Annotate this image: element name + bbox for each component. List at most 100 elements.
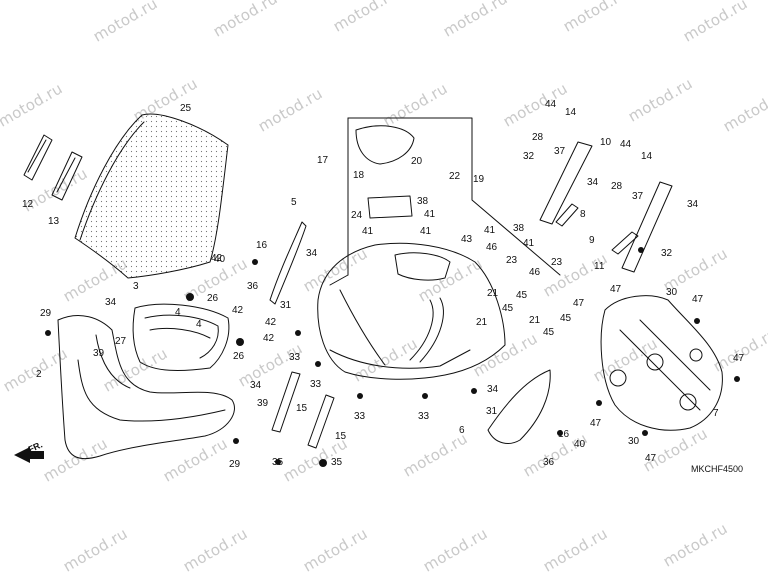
part-number-label: 25	[180, 103, 192, 114]
side-duct-part	[487, 369, 551, 444]
part-number-label: 35	[272, 457, 284, 468]
front-cowl-part	[317, 242, 506, 380]
part-number-label: 47	[692, 294, 704, 305]
part-number-label: 14	[565, 107, 577, 118]
part-number-label: 21	[476, 317, 488, 328]
part-number-label: 39	[257, 398, 269, 409]
part-number-label: 16	[558, 429, 570, 440]
part-number-label: 20	[411, 156, 423, 167]
bracket-11-part	[621, 181, 673, 273]
part-number-label: 33	[310, 379, 322, 390]
part-number-label: 33	[289, 352, 301, 363]
part-number-label: 47	[590, 418, 602, 429]
part-number-label: 31	[486, 406, 498, 417]
strip-13-part	[51, 151, 83, 201]
part-number-label: 4	[196, 319, 202, 330]
frame-bracket-part	[600, 295, 723, 431]
part-number-label: 23	[551, 257, 563, 268]
part-number-label: 42	[265, 317, 277, 328]
part-number-label: 46	[529, 267, 541, 278]
part-number-label: 33	[354, 411, 366, 422]
part-number-label: 41	[484, 225, 496, 236]
diagram-code: MKCHF4500	[691, 464, 744, 474]
part-number-label: 4	[175, 307, 181, 318]
part-number-label: 29	[229, 459, 241, 470]
part-number-label: 22	[449, 171, 461, 182]
part-number-label: 21	[529, 315, 541, 326]
part-number-label: 47	[733, 353, 745, 364]
part-number-label: 38	[513, 223, 525, 234]
part-number-label: 37	[554, 146, 566, 157]
part-number-label: 39	[93, 348, 105, 359]
part-number-label: 14	[641, 151, 653, 162]
part-number-label: 3	[133, 281, 139, 292]
part-number-label: 12	[22, 199, 34, 210]
part-number-label: 36	[543, 457, 555, 468]
strip-12-part	[23, 134, 53, 181]
part-number-label: 32	[523, 151, 535, 162]
part-number-label: 41	[424, 209, 436, 220]
part-number-label: 19	[473, 174, 485, 185]
part-number-label: 45	[560, 313, 572, 324]
part-number-label: 5	[291, 197, 297, 208]
part-number-label: 8	[580, 209, 586, 220]
part-number-label: 6	[459, 425, 465, 436]
part-number-label: 32	[661, 248, 673, 259]
strip-15a-part	[271, 371, 301, 433]
part-number-label: 26	[207, 293, 219, 304]
part-number-label: 44	[545, 99, 557, 110]
part-number-label: 30	[666, 287, 678, 298]
part-number-label: 15	[335, 431, 347, 442]
part-number-label: 28	[532, 132, 544, 143]
part-number-label: 34	[687, 199, 699, 210]
part-number-label: 34	[487, 384, 499, 395]
inner-cowl-part	[57, 315, 235, 460]
part-number-label: 34	[105, 297, 117, 308]
part-number-label: 17	[317, 155, 329, 166]
part-number-label: 41	[420, 226, 432, 237]
part-number-label: 15	[296, 403, 308, 414]
part-number-label: 44	[620, 139, 632, 150]
part-number-label: 42	[232, 305, 244, 316]
part-number-label: 29	[40, 308, 52, 319]
part-number-label: 47	[645, 453, 657, 464]
part-number-label: 36	[247, 281, 259, 292]
part-number-label: 38	[417, 196, 429, 207]
part-number-label: 23	[506, 255, 518, 266]
part-number-label: 47	[610, 284, 622, 295]
part-number-label: 47	[573, 298, 585, 309]
part-number-label: 10	[600, 137, 612, 148]
part-number-label: 13	[48, 216, 60, 227]
strip-15b-part	[307, 394, 335, 449]
part-number-label: 7	[713, 408, 719, 419]
part-number-label: 16	[256, 240, 268, 251]
part-number-label: 33	[418, 411, 430, 422]
part-number-label: 37	[632, 191, 644, 202]
part-number-label: 40	[574, 439, 586, 450]
part-number-label: 28	[611, 181, 623, 192]
part-number-label: 42	[263, 333, 275, 344]
part-number-label: 26	[233, 351, 245, 362]
part-number-label: 34	[306, 248, 318, 259]
part-number-label: 30	[628, 436, 640, 447]
part-number-label: 34	[250, 380, 262, 391]
part-number-label: 31	[280, 300, 292, 311]
front-arrow	[14, 447, 44, 463]
part-number-label: 24	[351, 210, 363, 221]
part-number-label: 45	[543, 327, 555, 338]
part-number-label: 21	[487, 288, 499, 299]
part-number-label: 9	[589, 235, 595, 246]
part-number-label: 45	[502, 303, 514, 314]
part-number-label: 27	[115, 336, 127, 347]
part-number-label: 42	[211, 253, 223, 264]
part-number-label: 43	[461, 234, 473, 245]
bracket-5-part	[269, 221, 307, 305]
part-number-label: 35	[331, 457, 343, 468]
part-number-label: 40	[214, 254, 226, 265]
part-number-label: 34	[587, 177, 599, 188]
part-number-label: 18	[353, 170, 365, 181]
part-number-label: 45	[516, 290, 528, 301]
part-number-label: 2	[36, 369, 42, 380]
